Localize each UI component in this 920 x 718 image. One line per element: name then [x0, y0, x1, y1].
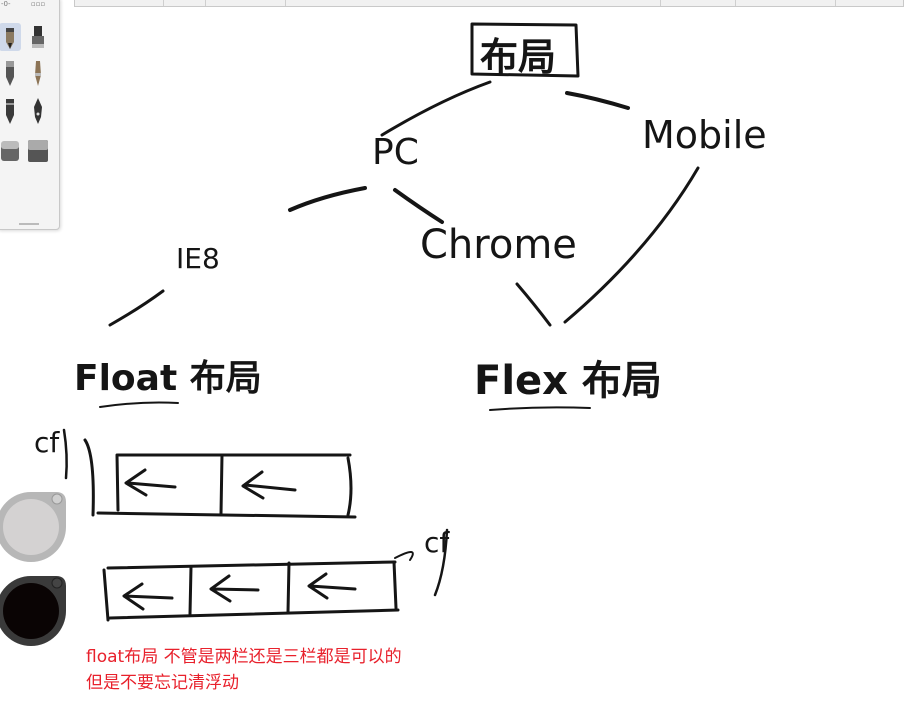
- mobile-label: Mobile: [642, 113, 767, 157]
- flex-underline: [489, 406, 591, 411]
- root-box: [470, 22, 580, 78]
- color-puck-dark[interactable]: [0, 574, 68, 648]
- ink-pen-icon[interactable]: [27, 23, 49, 51]
- note-line-1: float布局 不管是两栏还是三栏都是可以的: [86, 646, 402, 668]
- ie8-label: IE8: [176, 242, 220, 275]
- color-puck-light[interactable]: [0, 490, 68, 564]
- float-underline: [99, 401, 179, 408]
- marker-icon[interactable]: [0, 59, 21, 87]
- fountain-pen-icon[interactable]: [27, 97, 49, 125]
- toolbar-divider: [660, 0, 661, 6]
- note-line-2: 但是不要忘记清浮动: [86, 673, 239, 693]
- row2-left: [102, 568, 110, 622]
- edge-root-pc: [380, 80, 492, 137]
- arrow-left: [124, 468, 177, 497]
- edge-pc-ie8: [288, 186, 367, 212]
- row2-divider1: [188, 565, 193, 616]
- arrow-left: [122, 582, 174, 611]
- row2-divider2: [286, 561, 291, 614]
- chrome-label: Chrome: [420, 222, 577, 268]
- cf2-bracket: [433, 528, 449, 597]
- clearfix-label-1: cf: [34, 426, 60, 459]
- arrow-left: [307, 572, 357, 600]
- edge-root-mobile: [565, 91, 630, 110]
- palette-header: -0- ▫▫▫: [0, 0, 59, 11]
- cf1-bracket: [62, 428, 68, 480]
- container1-left: [83, 438, 95, 517]
- edge-chrome-flex: [515, 282, 552, 327]
- row1-left: [115, 453, 120, 512]
- root-label: 布局: [480, 35, 556, 79]
- fill-icon[interactable]: [27, 137, 49, 165]
- edge-mobile-flex: [563, 166, 700, 324]
- toolbar-divider: [835, 0, 836, 6]
- edge-ie8-float: [108, 289, 165, 327]
- toolbar-divider: [285, 0, 286, 6]
- toolbar-divider: [205, 0, 206, 6]
- note-float-word: float: [86, 647, 125, 667]
- brush-palette: -0- ▫▫▫: [0, 0, 60, 230]
- arrow-left: [241, 470, 297, 500]
- size-icon[interactable]: -0-: [1, 0, 11, 8]
- flex-layout-label: Flex 布局: [474, 358, 662, 404]
- toolbar-divider: [735, 0, 736, 6]
- top-toolbar: [74, 0, 904, 7]
- float-layout-label: Float 布局: [74, 358, 262, 399]
- row2-top: [106, 560, 397, 570]
- row1-right: [346, 456, 353, 517]
- row2-bottom: [108, 608, 400, 620]
- eraser-icon[interactable]: [0, 137, 21, 165]
- pc-label: PC: [372, 132, 419, 173]
- toolbar-divider: [163, 0, 164, 6]
- row1-divider: [219, 453, 224, 516]
- pencil-icon[interactable]: [0, 23, 21, 51]
- row2-right: [392, 560, 398, 610]
- edge-pc-chrome: [393, 188, 444, 224]
- felt-pen-icon[interactable]: [0, 97, 21, 125]
- row1-bottom: [96, 511, 357, 519]
- arrow-left: [209, 574, 260, 603]
- paintbrush-icon[interactable]: [27, 59, 49, 87]
- palette-grip[interactable]: [19, 223, 39, 225]
- clearfix-label-2: cf: [424, 526, 450, 559]
- cf2-tick: [394, 551, 414, 561]
- grid-view-icon[interactable]: ▫▫▫: [31, 0, 46, 8]
- note-line-1-rest: 布局 不管是两栏还是三栏都是可以的: [124, 647, 402, 667]
